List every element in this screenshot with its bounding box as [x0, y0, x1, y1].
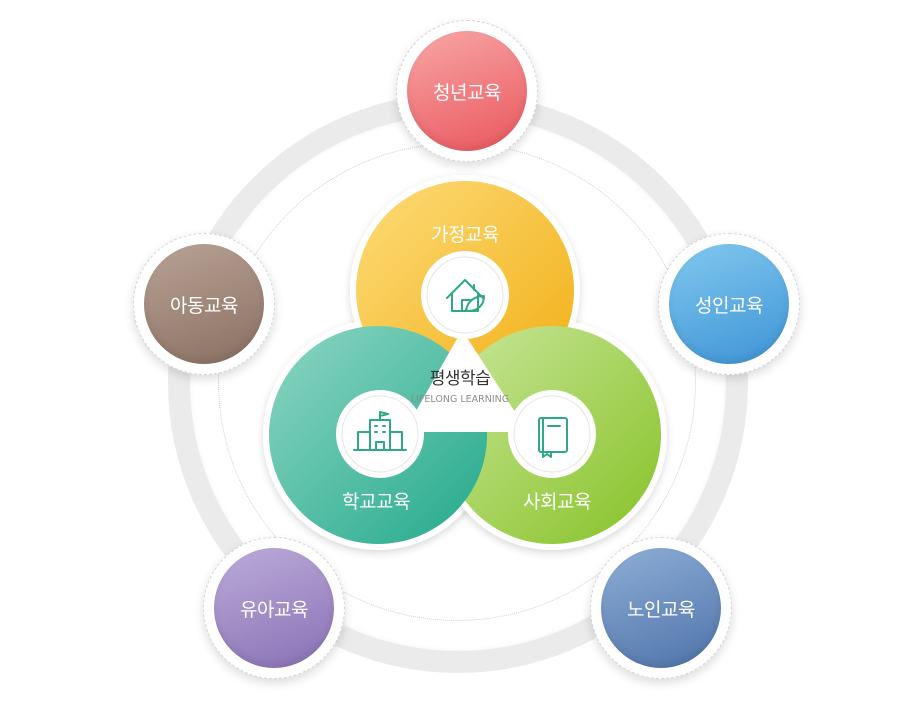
- center-triangle: [404, 330, 528, 432]
- infant-education-fill: 유아교육: [214, 548, 334, 668]
- senior-education-fill: 노인교육: [601, 548, 721, 668]
- social-education-label: 사회교육: [523, 491, 591, 513]
- youth-education-fill: 청년교육: [407, 31, 527, 151]
- senior-education-label: 노인교육: [627, 598, 695, 621]
- youth-education-label: 청년교육: [433, 81, 501, 104]
- child-education-label: 아동교육: [170, 294, 238, 317]
- infant-education-label: 유아교육: [240, 598, 308, 621]
- senior-education-node: 노인교육: [590, 537, 732, 679]
- family-education-label: 가정교육: [431, 224, 499, 246]
- infant-education-node: 유아교육: [203, 537, 345, 679]
- book-icon: [538, 417, 568, 458]
- house-leaf-icon: [446, 279, 485, 312]
- adult-education-node: 성인교육: [658, 233, 800, 375]
- family-icon-badge: [421, 251, 509, 339]
- adult-education-fill: 성인교육: [669, 244, 789, 364]
- school-education-label: 학교교육: [342, 491, 410, 513]
- center-subtitle: LIFELONG LEARNING: [410, 394, 510, 405]
- school-icon-badge: [336, 390, 424, 478]
- child-education-node: 아동교육: [133, 233, 275, 375]
- school-building-icon: [353, 411, 407, 451]
- adult-education-label: 성인교육: [695, 294, 763, 317]
- social-icon-badge: [508, 390, 596, 478]
- child-education-fill: 아동교육: [144, 244, 264, 364]
- youth-education-node: 청년교육: [396, 20, 538, 162]
- center-title: 평생학습: [429, 369, 491, 389]
